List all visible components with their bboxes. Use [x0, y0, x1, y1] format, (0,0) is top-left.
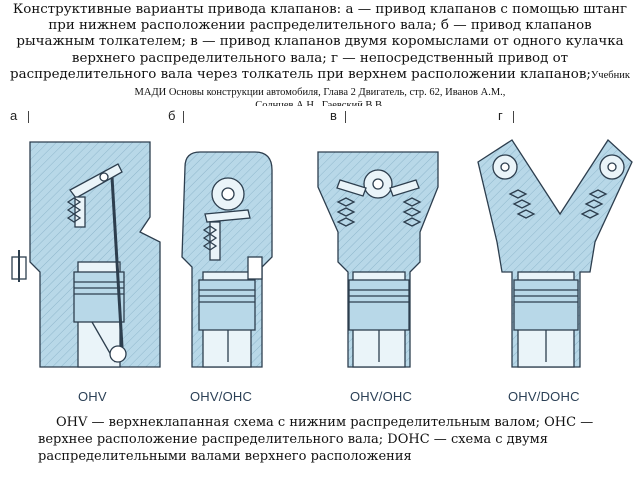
engine-d-ohv-dohc [477, 139, 633, 368]
panel-letter-a: а [10, 108, 18, 123]
panel-letter-b: б [168, 108, 176, 123]
engine-label-a: OHV [78, 389, 107, 404]
engine-label-g: OHV/DOHC [508, 389, 580, 404]
panel-tick-v [345, 111, 346, 123]
engine-diagrams [11, 139, 633, 368]
panel-letter-g: г [498, 108, 503, 123]
caption-main: Конструктивные варианты привода клапанов… [10, 2, 628, 82]
panel-tick-g [513, 111, 514, 123]
engine-a-ohv [11, 141, 161, 368]
panel-letter-v: в [330, 108, 337, 123]
engine-b-ohv-ohc [181, 151, 273, 368]
caption-source: Учебник МАДИ Основы конструкции автомоби… [134, 69, 630, 99]
engine-c-ohv-ohc [317, 151, 439, 368]
panel-tick-b [183, 111, 184, 123]
engine-label-b: OHV/OHC [190, 389, 253, 404]
panel-tick-a [28, 111, 29, 123]
engine-label-v: OHV/OHC [350, 389, 413, 404]
abbreviation-legend: OHV — верхнеклапанная схема с нижним рас… [38, 415, 594, 464]
figure-caption: Конструктивные варианты привода клапанов… [8, 2, 632, 106]
caption-source-tail: Солнцев А.Н., Гаевский В.В. [8, 101, 632, 106]
